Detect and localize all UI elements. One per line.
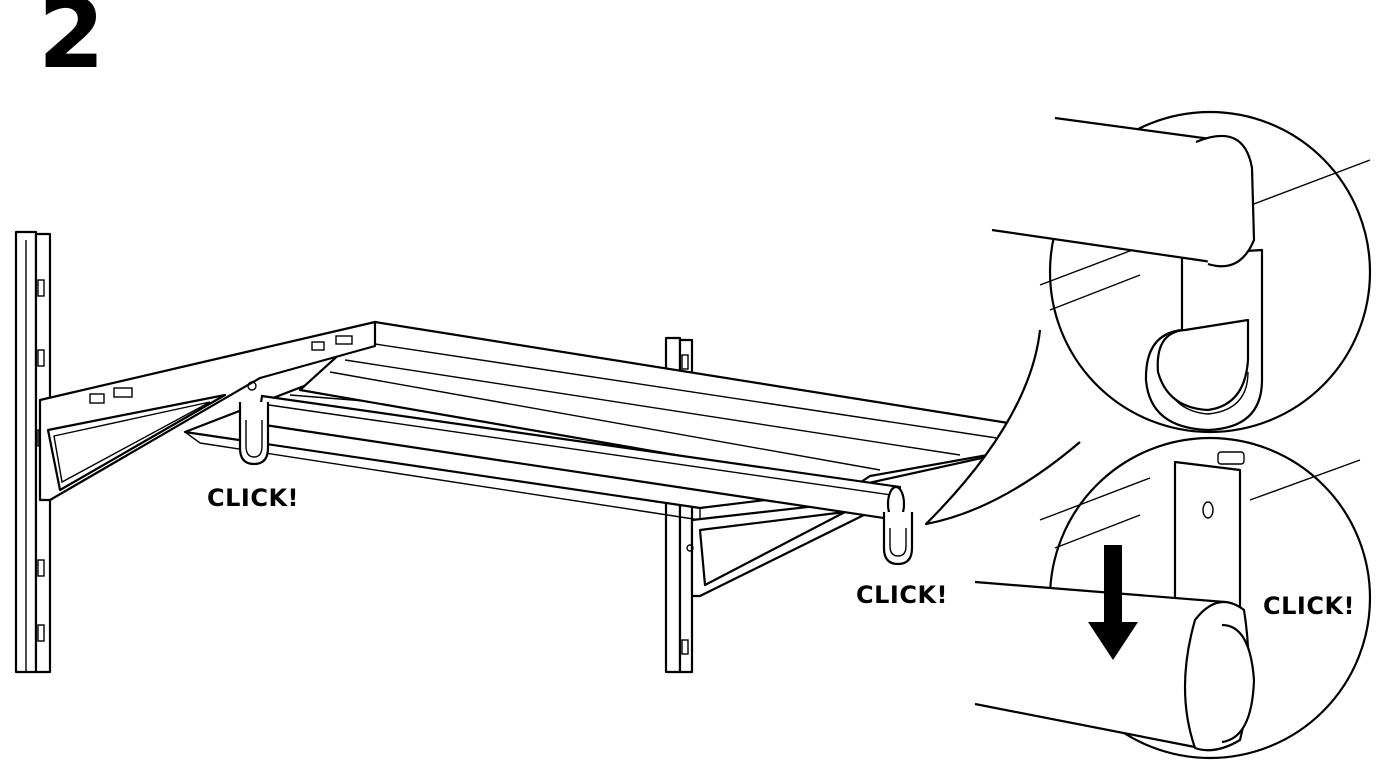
shelf-assembly [14, 230, 1029, 674]
detail-circle-top [991, 110, 1372, 434]
click-label-detail: CLICK! [1263, 592, 1355, 620]
detail-callout [924, 110, 1372, 760]
click-label-right: CLICK! [856, 581, 948, 609]
right-rail-hook [882, 512, 914, 566]
left-rail-hook [238, 402, 270, 466]
down-arrow-icon [1088, 545, 1138, 660]
click-label-left: CLICK! [207, 484, 299, 512]
step-number: 2 [38, 0, 105, 90]
left-bracket [38, 320, 377, 502]
detail-circle-bottom [974, 436, 1372, 760]
right-bracket [686, 498, 872, 598]
